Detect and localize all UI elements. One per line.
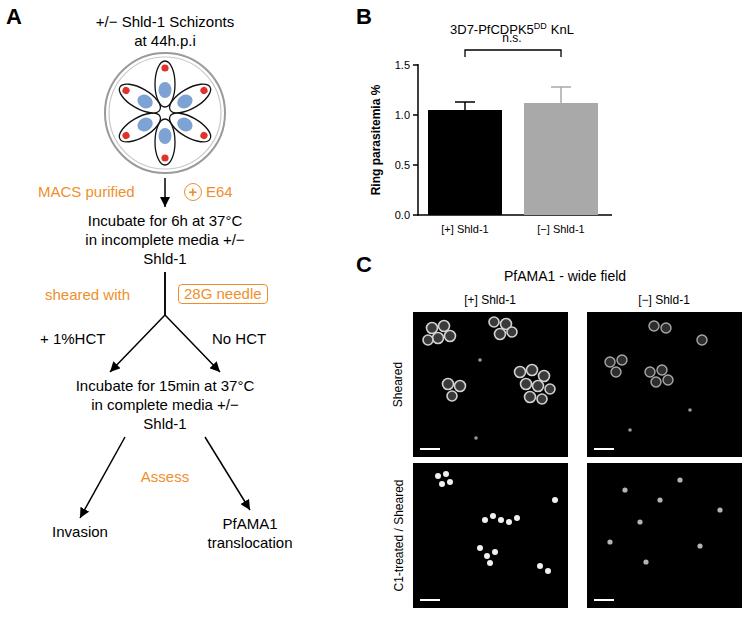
step-text: Invasion [52, 522, 108, 541]
column-header: [+] Shld-1 [464, 293, 516, 308]
chart-title-part: KnL [551, 22, 574, 37]
schizont-illustration [105, 53, 225, 173]
step-note: sheared with [45, 286, 130, 304]
column-header: [−] Shld-1 [638, 293, 690, 308]
step-node: +/− Shld-1 Schizonts at 44h.p.i [89, 8, 242, 178]
panel-letter: C [356, 252, 372, 278]
step-node: PfAMA1 translocation [196, 510, 304, 556]
tick-label: 0.0 [395, 208, 410, 222]
circled-plus: + [184, 183, 202, 201]
edge-label: + 1%HCT [40, 330, 105, 348]
panel-letter: A [6, 4, 22, 30]
step-node: Incubate for 6h at 37°C in incomplete me… [80, 207, 250, 272]
flow-arrow [164, 178, 166, 207]
panel-letter: B [356, 4, 372, 30]
significance-label: n.s. [502, 31, 521, 46]
tick-label: 0.5 [395, 158, 410, 172]
step-note: MACS purified [38, 183, 135, 201]
axis-title: Ring parasitemia % [369, 85, 383, 196]
edge-label: No HCT [212, 330, 266, 348]
row-label: Sheared [392, 361, 407, 406]
bar-chart [413, 50, 612, 216]
step-node: Incubate for 15min at 37°C in complete m… [68, 372, 262, 437]
tick-label: 1.5 [395, 58, 410, 72]
chart-title-superscript: DD [534, 21, 547, 31]
step-note: Assess [141, 468, 189, 486]
category-label: [+] Shld-1 [441, 222, 488, 236]
needle-label: 28G needle [178, 284, 268, 304]
reagent-label: E64 [206, 183, 233, 201]
step-text: +/− Shld-1 Schizonts at 44h.p.i [93, 12, 238, 50]
tick-label: 1.0 [395, 108, 410, 122]
step-text: Incubate for 6h at 37°C in incomplete me… [84, 211, 246, 268]
row-label: C1-treated / Sheared [391, 479, 406, 591]
category-label: [−] Shld-1 [537, 222, 584, 236]
step-node: Invasion [48, 518, 112, 545]
microscopy-panels [413, 312, 742, 608]
step-text: Incubate for 15min at 37°C in complete m… [72, 376, 258, 433]
flow-arrow [205, 437, 250, 510]
step-text: PfAMA1 translocation [200, 514, 300, 552]
flow-arrow [80, 437, 125, 518]
panel-title: PfAMA1 - wide field [504, 268, 626, 285]
